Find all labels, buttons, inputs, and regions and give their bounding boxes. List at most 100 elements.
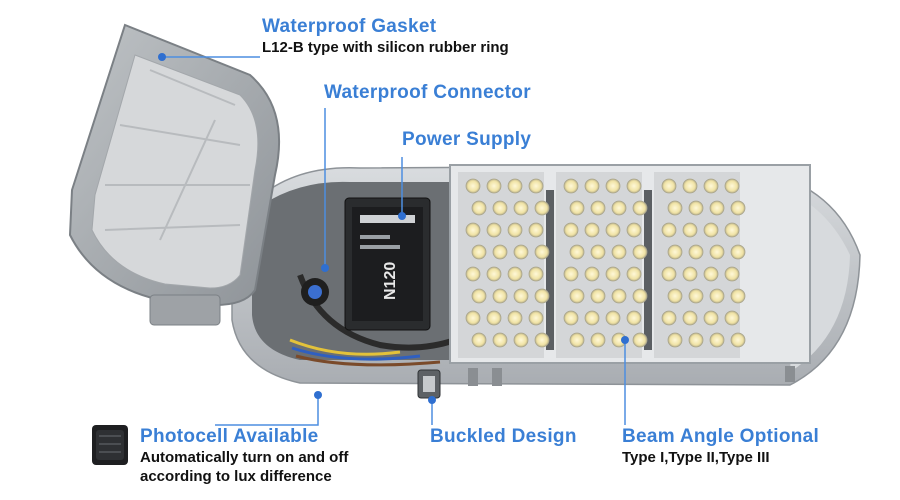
led-chip: [611, 288, 627, 304]
led-chip: [507, 310, 523, 326]
photocell-description-line-1: Automatically turn on and off: [140, 449, 349, 466]
led-chip: [605, 266, 621, 282]
led-chip: [667, 244, 683, 260]
led-chip: [730, 288, 746, 304]
led-chip: [569, 332, 585, 348]
led-chip: [507, 178, 523, 194]
led-chip: [605, 310, 621, 326]
led-chip: [513, 200, 529, 216]
led-chip: [730, 200, 746, 216]
photocell-icon: [92, 425, 128, 465]
led-chip: [528, 310, 544, 326]
led-chip: [682, 222, 698, 238]
led-chip: [724, 178, 740, 194]
led-chip: [534, 244, 550, 260]
led-chip: [492, 332, 508, 348]
led-chip: [486, 222, 502, 238]
led-chip: [584, 222, 600, 238]
led-chip: [486, 310, 502, 326]
led-chip: [528, 266, 544, 282]
photocell-leader: [215, 395, 319, 426]
led-chip: [507, 266, 523, 282]
led-chip: [703, 310, 719, 326]
led-chip: [584, 178, 600, 194]
driver-label: N120: [382, 262, 399, 300]
led-chip: [584, 310, 600, 326]
led-chip: [513, 244, 529, 260]
callout-dots: [158, 53, 629, 404]
led-chip: [611, 200, 627, 216]
led-chip: [513, 288, 529, 304]
led-chip: [682, 310, 698, 326]
led-chip: [465, 266, 481, 282]
gasket-description: L12-B type with silicon rubber ring: [262, 39, 509, 56]
led-chip: [632, 200, 648, 216]
led-chip: [513, 332, 529, 348]
led-chip: [709, 200, 725, 216]
led-chip: [569, 244, 585, 260]
led-panel: [449, 164, 811, 364]
led-chip: [709, 288, 725, 304]
led-chip: [703, 222, 719, 238]
led-chip: [605, 178, 621, 194]
photocell-description-line-2: according to lux difference: [140, 468, 332, 485]
gasket-title: Waterproof Gasket: [262, 16, 437, 37]
bottom-screws: [468, 366, 795, 386]
led-chip: [682, 266, 698, 282]
led-chip: [471, 244, 487, 260]
led-chip: [626, 266, 642, 282]
led-chip: [667, 200, 683, 216]
led-chip: [471, 200, 487, 216]
power-supply-title: Power Supply: [402, 129, 532, 150]
led-chip: [703, 178, 719, 194]
led-chip: [486, 178, 502, 194]
led-chip: [709, 244, 725, 260]
led-chip: [626, 178, 642, 194]
led-chip: [534, 288, 550, 304]
led-chip: [688, 332, 704, 348]
led-chip: [590, 244, 606, 260]
led-chip: [590, 200, 606, 216]
led-chip: [667, 288, 683, 304]
led-chip: [688, 244, 704, 260]
led-chip: [632, 288, 648, 304]
led-chip: [471, 332, 487, 348]
led-chip: [688, 200, 704, 216]
led-chip: [724, 222, 740, 238]
led-chip: [465, 178, 481, 194]
led-chip: [534, 332, 550, 348]
led-chip: [661, 310, 677, 326]
led-chip: [730, 244, 746, 260]
led-chip: [632, 332, 648, 348]
led-chip: [492, 288, 508, 304]
led-chip: [465, 222, 481, 238]
led-chip: [611, 244, 627, 260]
led-chip: [492, 200, 508, 216]
photocell-title: Photocell Available: [140, 426, 319, 447]
led-chip: [534, 200, 550, 216]
led-chip: [605, 222, 621, 238]
power-supply-unit: N120: [344, 197, 431, 331]
led-chip: [688, 288, 704, 304]
led-chip: [667, 332, 683, 348]
led-array: [465, 178, 746, 348]
buckle-latch: [417, 369, 441, 399]
led-chip: [730, 332, 746, 348]
led-chip: [563, 310, 579, 326]
led-chip: [465, 310, 481, 326]
buckled-design-title: Buckled Design: [430, 426, 577, 447]
open-lid: [68, 23, 281, 326]
led-chip: [492, 244, 508, 260]
led-chip: [632, 244, 648, 260]
led-chip: [563, 266, 579, 282]
led-chip: [590, 288, 606, 304]
led-chip: [486, 266, 502, 282]
led-chip: [569, 288, 585, 304]
led-chip: [563, 222, 579, 238]
internal-wiring: [289, 273, 456, 367]
led-chip: [563, 178, 579, 194]
led-chip: [584, 266, 600, 282]
led-chip: [590, 332, 606, 348]
